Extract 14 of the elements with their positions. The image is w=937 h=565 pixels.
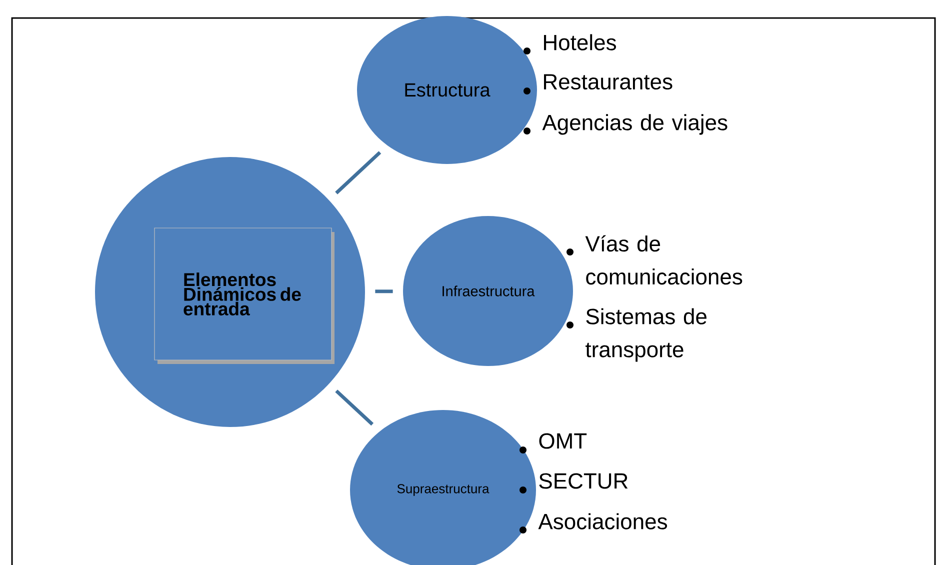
- bullet-item: OMT: [539, 433, 587, 449]
- bullet-item: Sistemas de transporte: [586, 308, 706, 362]
- ellipse-node: Infraestructura: [403, 216, 573, 366]
- bullet-item: Asociaciones: [538, 513, 668, 530]
- connector-line: [375, 290, 393, 294]
- connector-line: [335, 151, 382, 194]
- bullet-item: Agencias de viajes: [542, 114, 728, 135]
- ellipse-node: Estructura: [357, 16, 537, 164]
- bullet-item: Hoteles: [544, 34, 616, 50]
- title-box: Elementos Dinámicos de entrada: [154, 228, 332, 360]
- connector-line: [335, 390, 374, 426]
- bullet-item: Vías de comunicaciones: [585, 235, 742, 285]
- bullet-item: SECTUR: [539, 473, 628, 489]
- bullet-item: Restaurantes: [544, 74, 672, 90]
